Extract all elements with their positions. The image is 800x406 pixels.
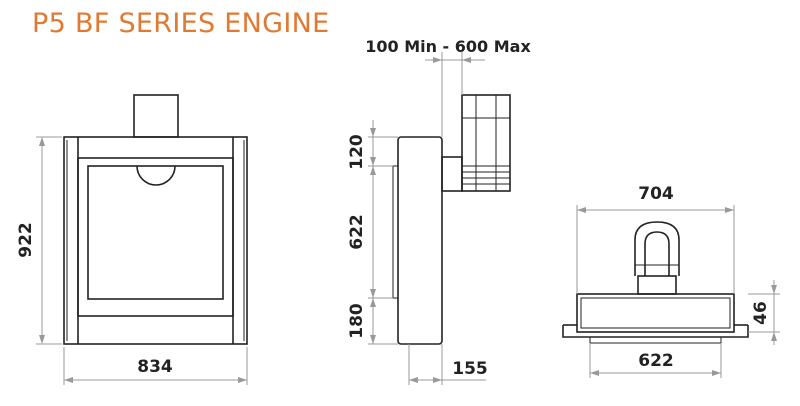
engine-flue-base	[637, 275, 677, 295]
side-bottom-height-label: 180	[347, 303, 367, 339]
flue-offset-label: 100 Min - 600 Max	[365, 37, 531, 56]
engine-flange	[562, 325, 749, 338]
side-mid-height-label: 622	[347, 214, 367, 250]
front-width-label: 834	[137, 357, 173, 377]
engine-view: 704 622 46	[562, 184, 780, 378]
engine-inner-width-label: 622	[638, 351, 674, 371]
front-body	[63, 136, 248, 345]
engine-flue-loop	[634, 221, 680, 276]
side-flue-module	[461, 94, 511, 192]
side-connector	[441, 156, 463, 192]
front-view: 922 834	[16, 94, 248, 385]
flue-outlet-arc	[136, 165, 176, 186]
engine-outer-width-label: 704	[638, 184, 674, 204]
side-depth-label: 155	[452, 359, 488, 379]
front-door-frame	[77, 157, 234, 317]
engine-height-label: 46	[751, 301, 771, 325]
front-height-label: 922	[16, 222, 36, 258]
side-body	[397, 136, 443, 345]
page-title: P5 BF SERIES ENGINE	[32, 8, 330, 39]
front-flue	[133, 94, 179, 138]
front-glass	[87, 165, 224, 300]
side-view: 100 Min - 600 Max 120 622 180 155	[347, 37, 531, 385]
engine-box	[576, 293, 735, 333]
side-top-height-label: 120	[347, 134, 367, 170]
